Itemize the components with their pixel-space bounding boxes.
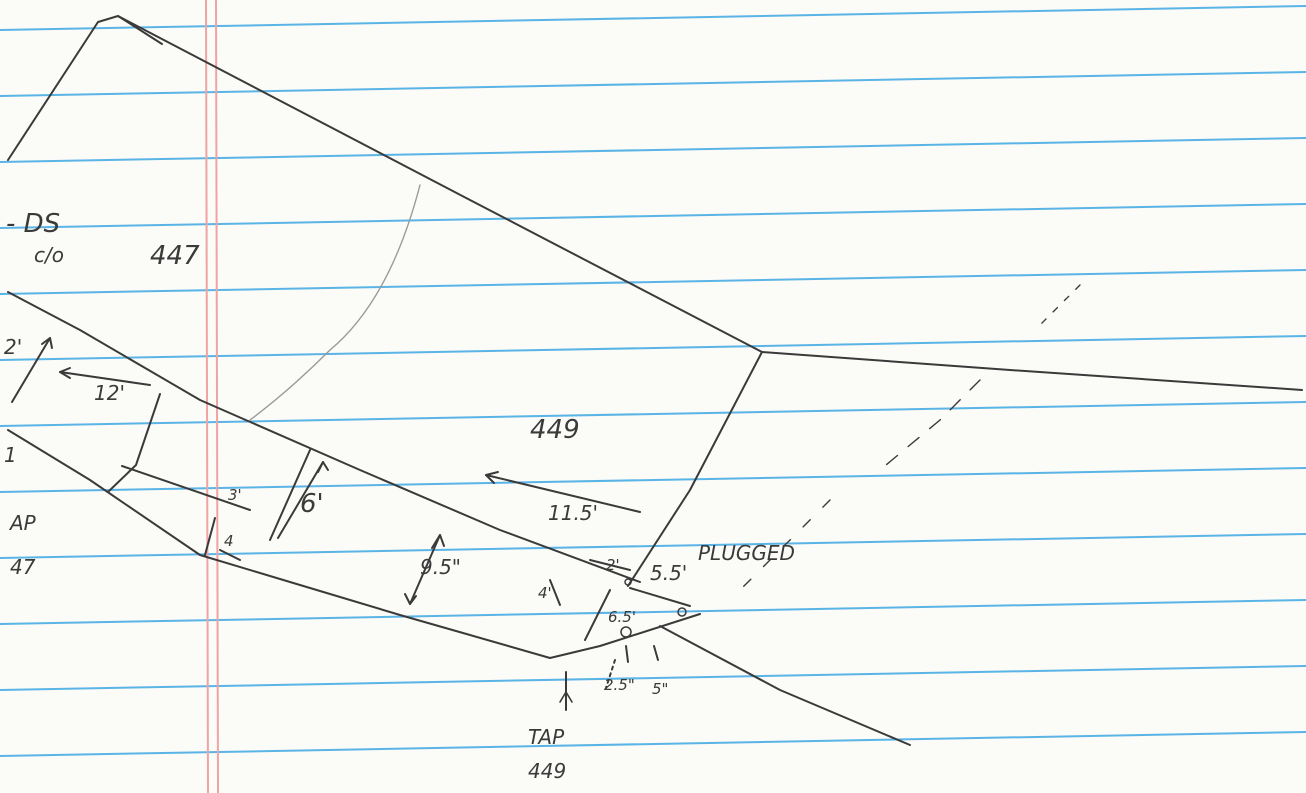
rule-line bbox=[0, 599, 1306, 625]
tap-449-label: TAP bbox=[528, 725, 565, 749]
arrow-head bbox=[559, 691, 573, 703]
lot-divider-line bbox=[249, 184, 421, 421]
curb-line-lower bbox=[7, 429, 701, 659]
dimension-arrow bbox=[629, 587, 691, 607]
rule-line bbox=[0, 401, 1306, 427]
handwritten-labels: - DS c/o 447 449 2' 12' 3' 4 6' 9.5" 11.… bbox=[4, 209, 795, 783]
tap-arrow bbox=[625, 645, 629, 663]
tap-449-number: 449 bbox=[528, 759, 566, 783]
dimension-arrow bbox=[409, 534, 441, 605]
dimension-12: 12' bbox=[94, 381, 125, 405]
road-edge-line bbox=[659, 625, 911, 746]
dimension-arrow bbox=[59, 371, 151, 386]
lot-447-top-edge bbox=[7, 15, 163, 161]
dimension-5: 5" bbox=[652, 680, 668, 698]
curb-line-upper bbox=[7, 291, 641, 583]
tap-fitting bbox=[620, 626, 632, 638]
arrow-head bbox=[41, 337, 53, 349]
ruled-lines bbox=[0, 5, 1306, 757]
arrow-head bbox=[317, 461, 329, 473]
dashed-line bbox=[879, 379, 981, 471]
tap-fitting bbox=[677, 607, 687, 617]
dimension-5-5: 5.5' bbox=[650, 561, 687, 585]
arrow-head bbox=[431, 534, 445, 549]
margin-lines bbox=[205, 0, 219, 793]
plugged-label: PLUGGED bbox=[698, 541, 795, 565]
dashed-line bbox=[739, 499, 831, 591]
dimension-4: 4 bbox=[224, 532, 234, 550]
ds-label: - DS bbox=[6, 209, 60, 239]
percent-label: c/o bbox=[34, 243, 64, 267]
lot-447-label: 447 bbox=[150, 241, 200, 271]
dimension-6: 6' bbox=[300, 489, 324, 519]
lot-449-label: 449 bbox=[530, 415, 580, 445]
sketch-lines bbox=[7, 15, 1303, 746]
dimension-arrow bbox=[584, 589, 611, 641]
dimension-1: 1 bbox=[4, 443, 17, 467]
driveway-edge bbox=[204, 517, 216, 556]
rule-line bbox=[0, 467, 1306, 493]
rule-line bbox=[0, 5, 1306, 31]
dimension-2-right: 2' bbox=[606, 556, 620, 574]
dimension-arrow bbox=[549, 579, 561, 606]
margin-line bbox=[215, 0, 219, 793]
margin-line bbox=[205, 0, 209, 793]
dimension-arrow bbox=[589, 559, 631, 571]
dashed-line bbox=[1039, 284, 1081, 326]
driveway-edge bbox=[219, 549, 241, 561]
driveway-edge bbox=[107, 393, 161, 493]
dashed-line bbox=[605, 659, 616, 689]
dimension-arrow bbox=[11, 337, 51, 403]
arrow-head bbox=[404, 593, 417, 605]
tap-left-label: AP bbox=[8, 511, 37, 535]
rule-line bbox=[0, 203, 1306, 229]
lot-449-side-line bbox=[627, 351, 763, 587]
dimension-4-right: 4' bbox=[538, 584, 552, 602]
arrow-head bbox=[485, 471, 499, 484]
driveway-edge bbox=[269, 449, 311, 541]
rule-line bbox=[0, 731, 1306, 757]
tap-arrow bbox=[653, 645, 659, 661]
arrow-head bbox=[59, 367, 71, 379]
dimension-6-5: 6.5' bbox=[608, 608, 636, 626]
tap-left-number: 47 bbox=[10, 555, 36, 579]
dimension-2-left: 2' bbox=[4, 335, 22, 359]
lot-449-rear-line bbox=[117, 15, 763, 353]
rear-extension-line bbox=[761, 351, 1303, 391]
dimension-9-5: 9.5" bbox=[420, 555, 461, 579]
rule-line bbox=[0, 269, 1306, 295]
dimension-arrow bbox=[277, 461, 324, 539]
rule-line bbox=[0, 71, 1306, 97]
dimension-arrow bbox=[485, 474, 641, 513]
dimension-2-5: 2.5" bbox=[604, 676, 635, 694]
tap-fitting bbox=[624, 578, 632, 586]
rule-line bbox=[0, 335, 1306, 361]
driveway-edge bbox=[121, 465, 251, 511]
dimension-3: 3' bbox=[228, 486, 242, 504]
dimension-11-5: 11.5' bbox=[548, 501, 598, 525]
rule-line bbox=[0, 137, 1306, 163]
